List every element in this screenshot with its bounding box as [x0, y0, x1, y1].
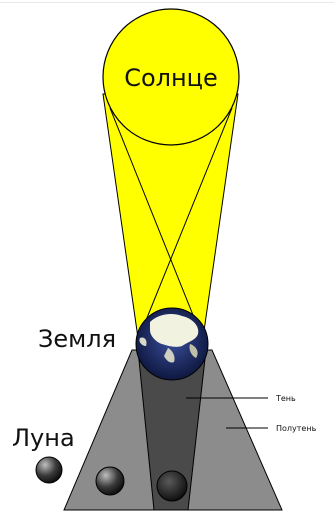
penumbra-label: Полутень — [276, 424, 317, 433]
moon-icon — [157, 471, 187, 501]
umbra-label: Тень — [275, 394, 296, 403]
moon-label: Луна — [12, 424, 75, 452]
earth-label: Земля — [38, 325, 116, 353]
earth-globe-icon — [136, 308, 208, 380]
moon-icon — [96, 467, 124, 495]
sun-label: Солнце — [124, 64, 218, 92]
moon-icon — [36, 457, 62, 483]
